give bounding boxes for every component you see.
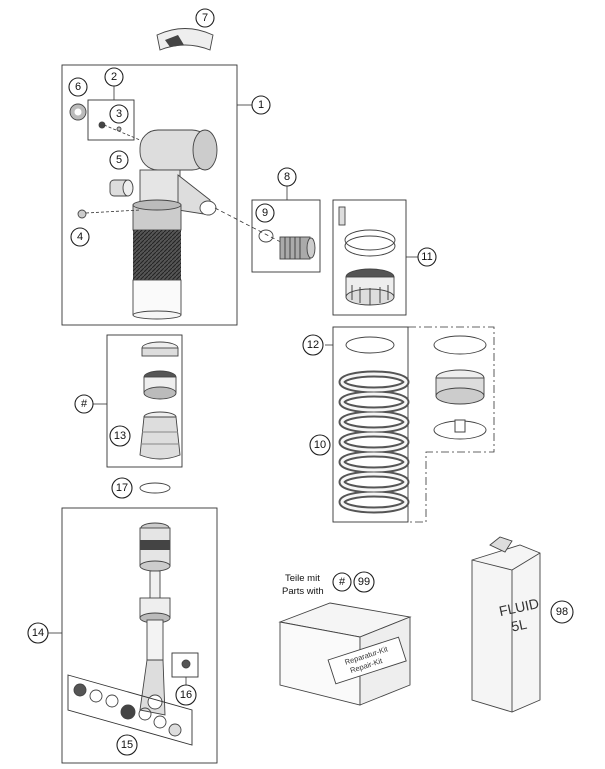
callout-7: 7 <box>195 8 215 28</box>
valve-insert-part <box>279 236 316 260</box>
callout-4: 4 <box>70 227 90 247</box>
damper-rod-box <box>61 507 218 764</box>
damper-rod-part <box>139 522 171 716</box>
svg-text:1: 1 <box>258 99 264 111</box>
bushing-part <box>109 179 134 197</box>
callout-17: 17 <box>111 477 133 499</box>
callout-11: 11 <box>417 247 437 267</box>
callout-13: 13 <box>109 425 131 447</box>
svg-text:2: 2 <box>111 71 117 83</box>
svg-text:5: 5 <box>116 154 122 166</box>
o-ring-part <box>258 229 274 243</box>
callout-hash-1: # <box>74 394 94 414</box>
svg-text:10: 10 <box>314 439 326 451</box>
svg-text:12: 12 <box>307 339 319 351</box>
svg-text:#: # <box>339 576 346 588</box>
repair-kit-box <box>278 602 412 706</box>
svg-text:7: 7 <box>202 12 208 24</box>
callout-2: 2 <box>104 67 124 87</box>
shock-absorber-body <box>132 129 218 320</box>
svg-text:9: 9 <box>262 207 268 219</box>
svg-text:11: 11 <box>421 251 432 263</box>
svg-text:98: 98 <box>556 606 568 618</box>
shim-set-part <box>67 674 193 746</box>
valve-screw-box <box>171 652 199 678</box>
fitting-box <box>251 199 321 273</box>
callout-10: 10 <box>309 434 331 456</box>
callout-8: 8 <box>277 167 297 187</box>
svg-text:4: 4 <box>77 231 83 243</box>
callout-hash-2: # <box>332 572 352 592</box>
svg-text:99: 99 <box>358 576 370 588</box>
svg-text:#: # <box>81 398 88 410</box>
callout-9: 9 <box>255 203 275 223</box>
callout-1: 1 <box>251 95 271 115</box>
svg-text:15: 15 <box>121 739 133 751</box>
callout-16: 16 <box>175 684 197 706</box>
adjuster-ring-part <box>338 206 396 257</box>
preload-box <box>332 199 407 316</box>
callout-15: 15 <box>116 734 138 756</box>
svg-text:3: 3 <box>116 108 122 120</box>
fluid-can <box>471 536 541 713</box>
svg-text:17: 17 <box>116 482 128 494</box>
fluid-volume: 5L <box>510 616 529 635</box>
callout-3: 3 <box>109 104 129 124</box>
callout-12: 12 <box>302 334 324 356</box>
svg-text:6: 6 <box>75 81 81 93</box>
callout-98: 98 <box>550 600 574 624</box>
bumpstop-parts <box>139 341 181 460</box>
callout-14: 14 <box>27 622 49 644</box>
screw-part <box>77 209 87 219</box>
callout-5: 5 <box>109 150 129 170</box>
circlip-part <box>139 482 171 494</box>
spring-ring-part <box>345 336 395 354</box>
spring-seat-part <box>345 268 395 306</box>
valve-subbox <box>87 99 135 141</box>
bumpstop-box <box>106 334 183 468</box>
callout-6: 6 <box>68 77 88 97</box>
svg-text:8: 8 <box>284 171 290 183</box>
alt-spring-parts <box>433 335 487 440</box>
parts-note-en: Parts with <box>282 586 324 597</box>
parts-note-de: Teile mit <box>285 573 320 584</box>
shock-body-box <box>61 64 238 326</box>
svg-text:16: 16 <box>180 689 192 701</box>
sticker-part <box>156 28 214 51</box>
svg-text:14: 14 <box>32 627 44 639</box>
callout-99: 99 <box>353 571 375 593</box>
svg-text:13: 13 <box>114 430 126 442</box>
